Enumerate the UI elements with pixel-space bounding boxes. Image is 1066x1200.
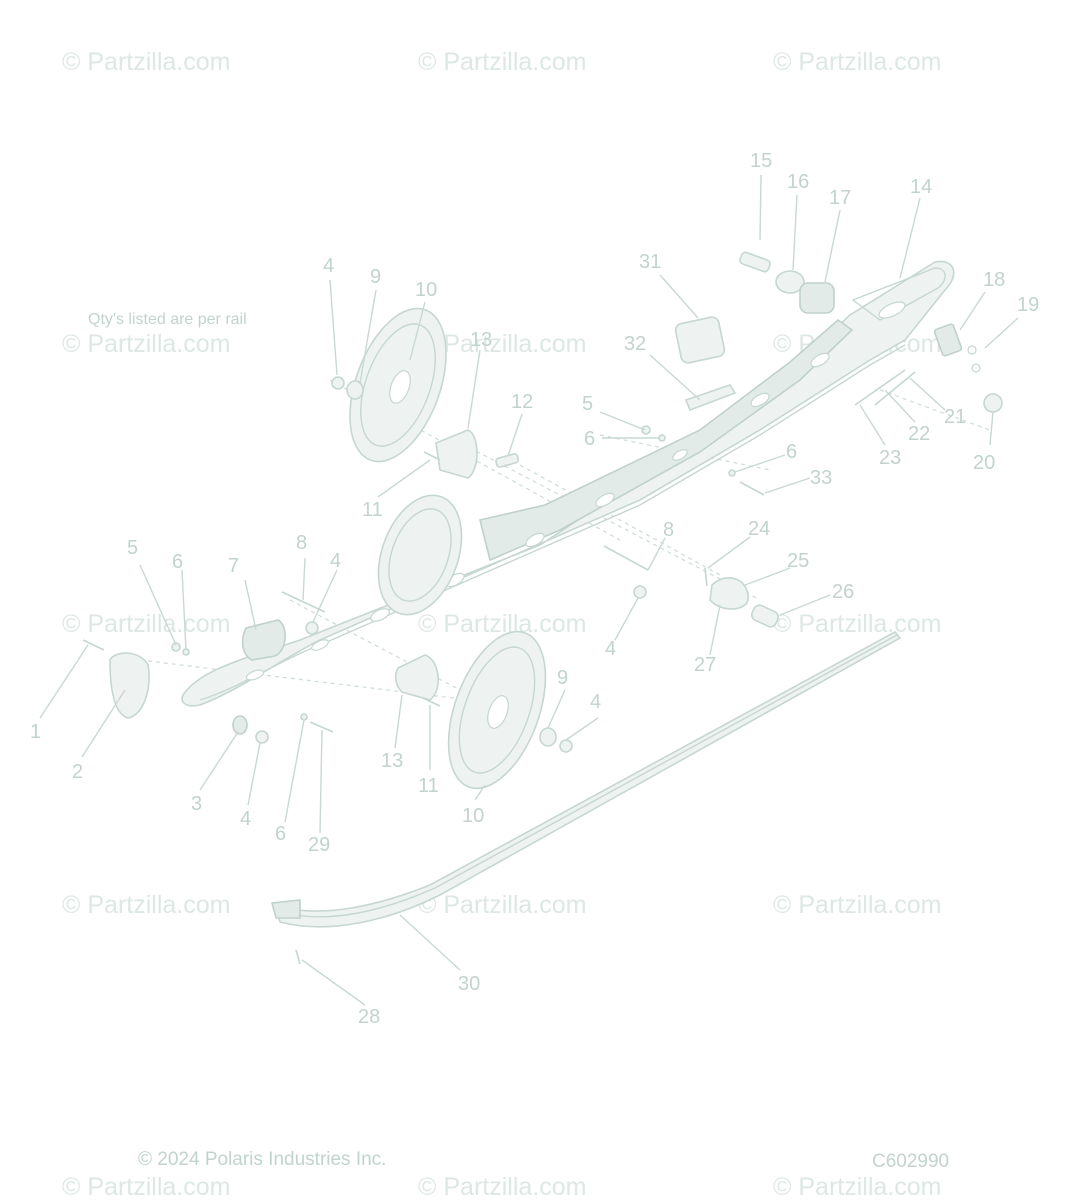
callout-5: 5 <box>582 393 593 415</box>
watermark: © Partzilla.com <box>773 48 941 76</box>
callout-4: 4 <box>323 255 334 277</box>
callout-18: 18 <box>983 269 1005 291</box>
callout-24: 24 <box>748 518 770 540</box>
callout-22: 22 <box>908 423 930 445</box>
callout-8: 8 <box>296 532 307 554</box>
callout-12: 12 <box>511 391 533 413</box>
callout-17: 17 <box>829 187 851 209</box>
callout-20: 20 <box>973 452 995 474</box>
watermark: © Partzilla.com <box>62 891 230 919</box>
callout-10: 10 <box>415 279 437 301</box>
callout-4: 4 <box>605 638 616 660</box>
watermark: © Partzilla.com <box>773 610 941 638</box>
callout-4: 4 <box>240 808 251 830</box>
callout-8: 8 <box>663 519 674 541</box>
callout-29: 29 <box>308 834 330 856</box>
watermark: © Partzilla.com <box>773 891 941 919</box>
callout-1: 1 <box>30 721 41 743</box>
watermark: © Partzilla.com <box>62 48 230 76</box>
callout-28: 28 <box>358 1006 380 1028</box>
callout-19: 19 <box>1017 294 1039 316</box>
callout-11: 11 <box>362 499 383 521</box>
watermark: © Partzilla.com <box>418 610 586 638</box>
callout-15: 15 <box>750 150 772 172</box>
callout-31: 31 <box>639 251 661 273</box>
watermark: © Partzilla.com <box>62 1173 230 1200</box>
callout-21: 21 <box>944 406 966 428</box>
callout-14: 14 <box>910 176 932 198</box>
callout-6: 6 <box>584 428 595 450</box>
callout-6: 6 <box>786 441 797 463</box>
callout-3: 3 <box>191 793 202 815</box>
callout-4: 4 <box>330 550 341 572</box>
watermark: © Partzilla.com <box>418 891 586 919</box>
callout-16: 16 <box>787 171 809 193</box>
callout-2: 2 <box>72 761 83 783</box>
callout-13: 13 <box>381 750 403 772</box>
callout-5: 5 <box>127 537 138 559</box>
watermarks: © Partzilla.com © Partzilla.com © Partzi… <box>62 48 941 1200</box>
callout-10: 10 <box>462 805 484 827</box>
callout-9: 9 <box>370 266 381 288</box>
callout-13: 13 <box>470 329 492 351</box>
rail-frame <box>181 260 955 707</box>
callout-32: 32 <box>624 333 646 355</box>
callout-27: 27 <box>694 654 716 676</box>
callouts: 15 16 17 14 31 18 19 4 9 10 13 32 12 5 6… <box>30 150 1039 1028</box>
watermark: © Partzilla.com <box>418 1173 586 1200</box>
callout-25: 25 <box>787 550 809 572</box>
copyright-text: © 2024 Polaris Industries Inc. <box>138 1149 386 1170</box>
wheel-upper <box>349 307 447 463</box>
callout-4: 4 <box>590 691 601 713</box>
callout-30: 30 <box>458 973 480 995</box>
callout-26: 26 <box>832 581 854 603</box>
watermark: © Partzilla.com <box>773 1173 941 1200</box>
slide-rail <box>270 630 902 928</box>
watermark: © Partzilla.com <box>418 48 586 76</box>
callout-7: 7 <box>228 555 239 577</box>
diagram-code: C602990 <box>872 1151 949 1172</box>
callout-6: 6 <box>172 551 183 573</box>
callout-6: 6 <box>275 823 286 845</box>
callout-33: 33 <box>810 467 832 489</box>
callout-11: 11 <box>418 775 439 797</box>
leader-lines <box>39 174 1019 1006</box>
quantity-note: Qty's listed are per rail <box>88 311 247 328</box>
callout-9: 9 <box>557 667 568 689</box>
wheel-lower <box>447 630 547 790</box>
small-parts <box>82 251 1003 965</box>
callout-23: 23 <box>879 447 901 469</box>
watermark: © Partzilla.com <box>62 330 230 358</box>
wheel-middle <box>377 494 463 616</box>
watermark: © Partzilla.com <box>62 610 230 638</box>
